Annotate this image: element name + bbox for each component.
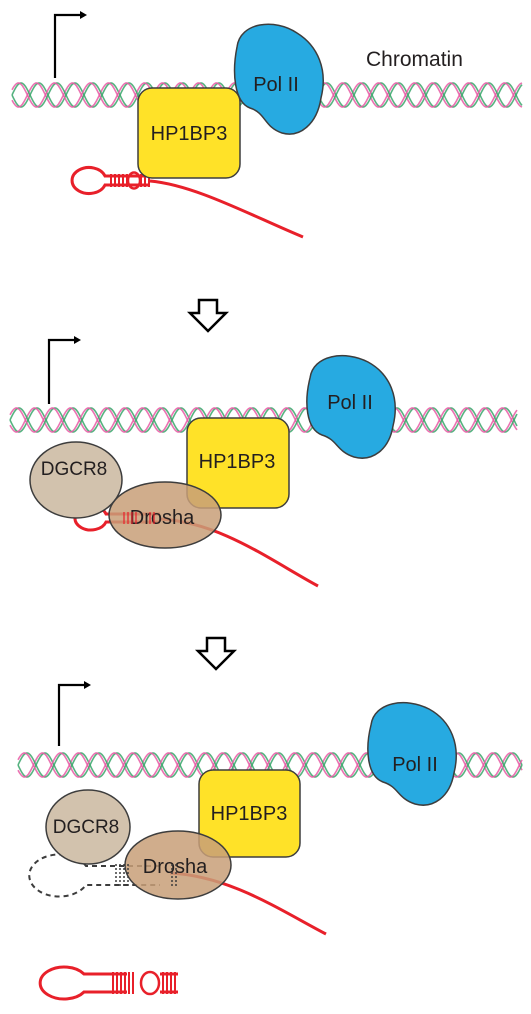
pri-mirna-hairpin — [70, 166, 150, 195]
promoter-arrowhead — [84, 681, 91, 689]
panel-3: DGCR8 HP1BP3 Drosha Pol II — [17, 681, 523, 1001]
dgcr8-protein — [45, 789, 131, 865]
dgcr8-label: DGCR8 — [53, 817, 120, 838]
promoter-arrow-icon — [47, 338, 74, 404]
drosha-protein — [124, 830, 232, 900]
pol2-protein — [367, 702, 457, 806]
hp1bp3-protein — [186, 417, 290, 509]
pol2-label: Pol II — [253, 74, 299, 96]
rna-transcript — [149, 179, 304, 239]
pol2-protein — [233, 23, 324, 135]
pol2-label: Pol II — [327, 392, 373, 414]
hp1bp3-protein — [198, 769, 301, 858]
drosha-label: Drosha — [143, 856, 208, 878]
pol2-label: Pol II — [392, 754, 438, 776]
panel-2: DGCR8 HP1BP3 Drosha Pol II — [9, 336, 518, 588]
hairpin-stem — [123, 512, 155, 524]
released-pre-mirna — [38, 965, 178, 1001]
promoter-arrow-icon — [53, 13, 80, 78]
promoter-arrowhead — [74, 336, 81, 344]
pol2-protein — [306, 355, 396, 459]
chromatin-label: Chromatin — [366, 48, 463, 71]
promoter-arrow-icon — [57, 683, 84, 746]
hp1bp3-label: HP1BP3 — [199, 451, 276, 473]
hp1bp3-label: HP1BP3 — [151, 123, 228, 145]
hairpin-bulge — [126, 171, 142, 190]
hp1bp3-label: HP1BP3 — [211, 803, 288, 825]
dgcr8-protein — [29, 441, 123, 519]
promoter-arrowhead — [80, 11, 87, 19]
down-arrow-icon — [186, 298, 230, 333]
hp1bp3-protein — [137, 87, 241, 179]
dgcr8-label: DGCR8 — [41, 459, 108, 480]
down-arrow-icon — [194, 636, 238, 671]
panel-1: Chromatin HP1BP3 Pol II — [11, 11, 523, 239]
drosha-protein — [108, 481, 222, 549]
dna-strand — [9, 407, 518, 433]
drosha-label: Drosha — [130, 507, 195, 529]
